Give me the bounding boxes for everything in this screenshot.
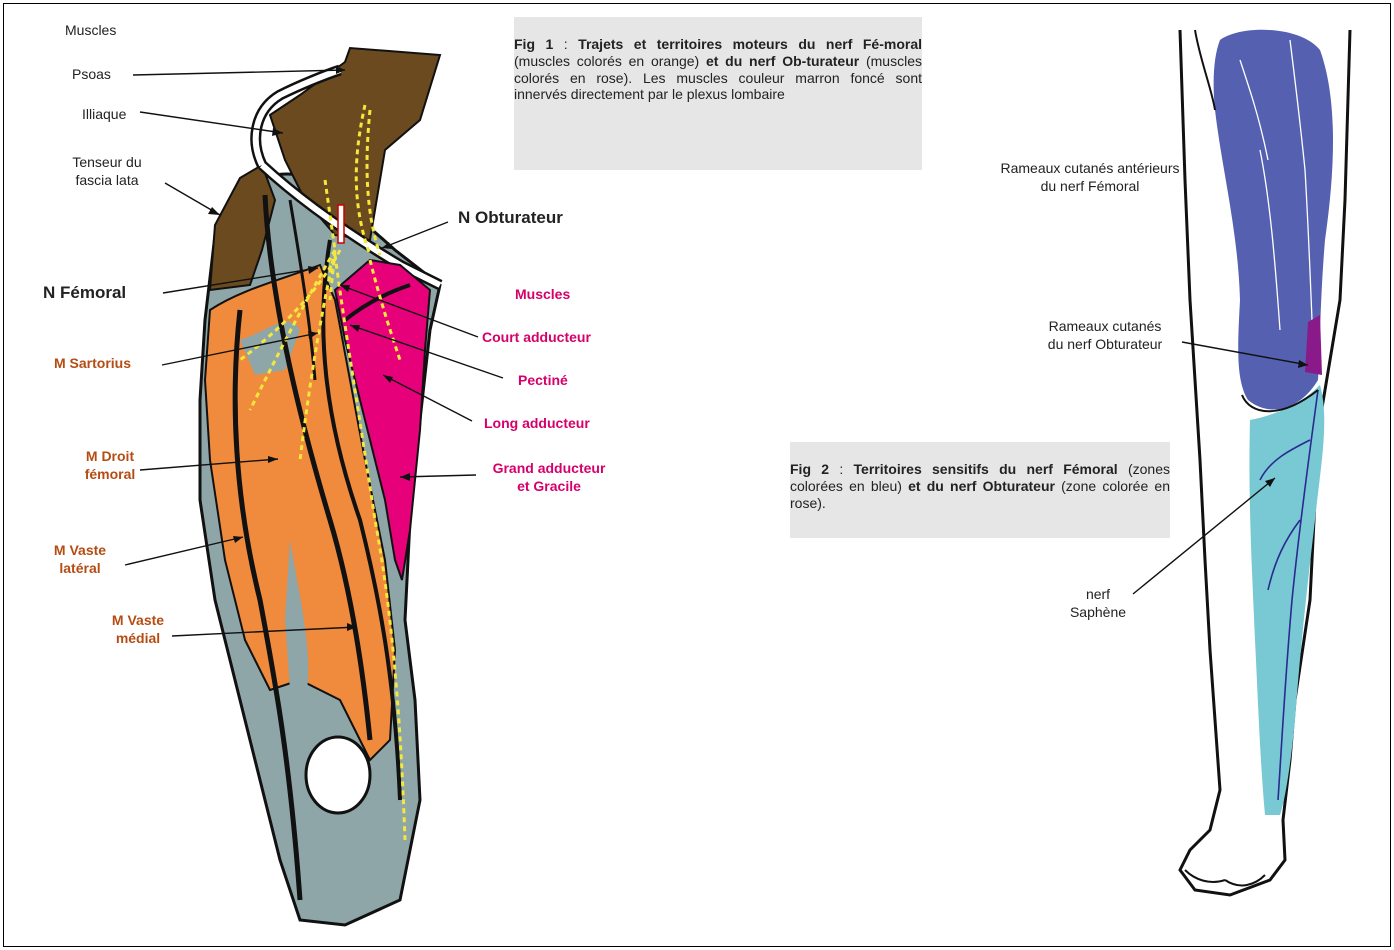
label-m-vaste-lat-line2: latéral xyxy=(40,560,120,578)
label-m-droit-line2: fémoral xyxy=(70,466,150,484)
fig2-caption-bold2: et du nerf Obturateur xyxy=(908,478,1055,494)
fig1-caption-sep: : xyxy=(553,36,578,52)
label-m-vaste-lateral: M Vaste latéral xyxy=(40,542,120,577)
label-rameaux-ant-line2: du nerf Fémoral xyxy=(990,178,1190,196)
fig2-caption-sep: : xyxy=(829,461,853,477)
label-m-vaste-med-line1: M Vaste xyxy=(98,612,178,630)
fig1-caption-number: Fig 1 xyxy=(514,36,553,52)
label-grand-adducteur-line1: Grand adducteur xyxy=(474,460,624,478)
label-muscles-left: Muscles xyxy=(65,22,116,40)
label-saphene-line2: Saphène xyxy=(1058,604,1138,622)
label-tenseur-line2: fascia lata xyxy=(52,172,162,190)
label-muscles-right: Muscles xyxy=(515,286,570,304)
label-rameaux-obturateur: Rameaux cutanés du nerf Obturateur xyxy=(1020,318,1190,353)
label-rameaux-anterieurs: Rameaux cutanés antérieurs du nerf Fémor… xyxy=(990,160,1190,195)
label-psoas: Psoas xyxy=(72,66,111,84)
label-rameaux-obt-line2: du nerf Obturateur xyxy=(1020,336,1190,354)
label-pectine: Pectiné xyxy=(518,372,568,390)
label-m-vaste-medial: M Vaste médial xyxy=(98,612,178,647)
label-tenseur: Tenseur du fascia lata xyxy=(52,154,162,189)
label-rameaux-obt-line1: Rameaux cutanés xyxy=(1020,318,1190,336)
fig1-caption-bold1: Trajets et territoires moteurs du nerf F… xyxy=(578,36,922,52)
label-nerf-saphene: nerf Saphène xyxy=(1058,586,1138,621)
label-m-droit-line1: M Droit xyxy=(70,448,150,466)
label-saphene-line1: nerf xyxy=(1058,586,1138,604)
fig2-caption: Fig 2 : Territoires sensitifs du nerf Fé… xyxy=(790,442,1170,538)
fig1-caption: Fig 1 : Trajets et territoires moteurs d… xyxy=(514,17,922,170)
label-n-obturateur: N Obturateur xyxy=(458,207,563,228)
label-illiaque: Illiaque xyxy=(82,106,126,124)
label-m-vaste-med-line2: médial xyxy=(98,630,178,648)
label-rameaux-ant-line1: Rameaux cutanés antérieurs xyxy=(990,160,1190,178)
label-m-vaste-lat-line1: M Vaste xyxy=(40,542,120,560)
label-tenseur-line1: Tenseur du xyxy=(52,154,162,172)
label-long-adducteur: Long adducteur xyxy=(484,415,590,433)
label-n-femoral: N Fémoral xyxy=(43,282,126,303)
label-grand-adducteur: Grand adducteur et Gracile xyxy=(474,460,624,495)
label-m-droit-femoral: M Droit fémoral xyxy=(70,448,150,483)
fig2-caption-number: Fig 2 xyxy=(790,461,829,477)
fig1-caption-text1: (muscles colorés en orange) xyxy=(514,53,706,69)
fig2-caption-bold1: Territoires sensitifs du nerf Fémoral xyxy=(854,461,1118,477)
label-m-sartorius: M Sartorius xyxy=(54,355,131,373)
label-grand-adducteur-line2: et Gracile xyxy=(474,478,624,496)
label-court-adducteur: Court adducteur xyxy=(482,329,591,347)
fig1-caption-bold2: et du nerf Ob-turateur xyxy=(706,53,859,69)
